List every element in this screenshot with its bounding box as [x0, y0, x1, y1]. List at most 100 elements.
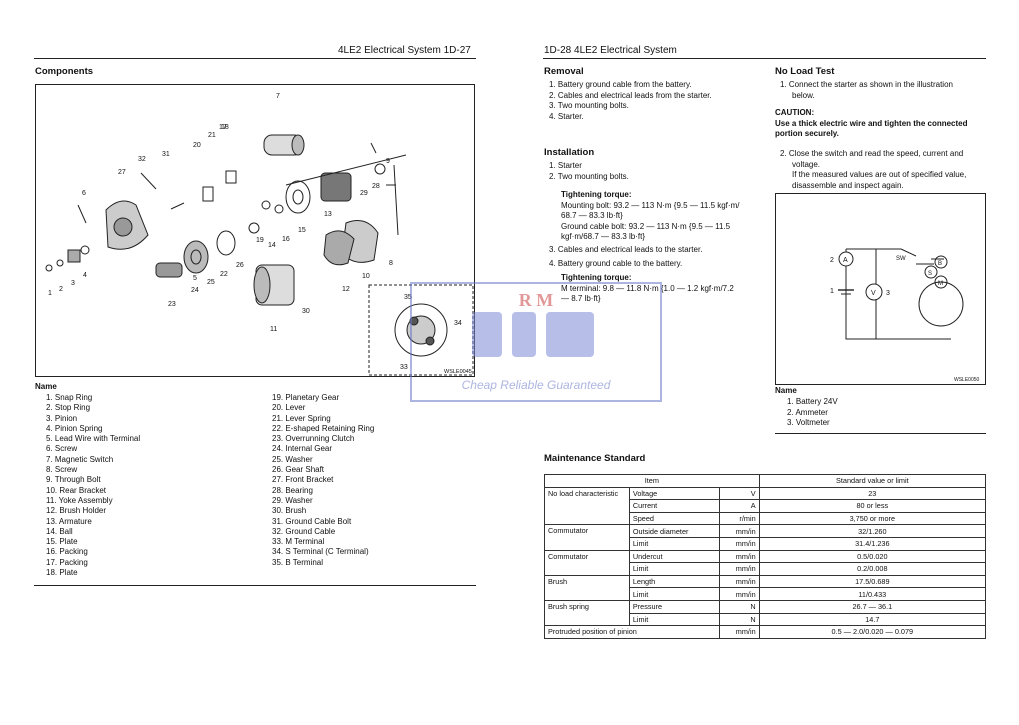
installation-steps-a: 1. Starter 2. Two mounting bolts.: [549, 161, 764, 182]
starter-exploded-view: 1 2 3 4 5 6 7 8 9 10 11 12 13 14 15 16 1…: [45, 93, 474, 376]
row-group: No load characteristic: [544, 486, 630, 526]
list-item: 17. Packing: [46, 557, 88, 567]
callout-16: 16: [282, 236, 290, 243]
list-item: 21. Lever Spring: [272, 413, 331, 423]
installation-steps-b: 3. Cables and electrical leads to the st…: [549, 245, 764, 269]
test-circuit-diagram: A V SW B S M 1 2 3 WSLE0050: [775, 193, 986, 385]
list-item: 34. S Terminal (C Terminal): [272, 547, 369, 557]
row-item: Limit: [628, 612, 720, 627]
callout-28: 28: [372, 183, 380, 190]
torque-line: M terminal: 9.8 — 11.8 N·m {1.0 — 1.2 kg…: [561, 283, 734, 293]
callout-30: 30: [302, 308, 310, 315]
callout-13: 13: [324, 211, 332, 218]
list-item: 33. M Terminal: [272, 537, 325, 547]
row-unit: r/min: [718, 511, 760, 526]
callout-15: 15: [298, 227, 306, 234]
no-load-step1: 1. Connect the starter as shown in the i…: [780, 80, 986, 101]
row-group: Protruded position of pinion: [544, 625, 720, 639]
callout-8: 8: [389, 260, 393, 267]
callout-23: 23: [168, 301, 176, 308]
row-value: 0.5/0.020: [758, 549, 987, 564]
names-title: Name: [35, 382, 57, 391]
step-line: 2. Close the switch and read the speed, …: [780, 149, 964, 158]
terminal-s-label: S: [928, 271, 932, 277]
torque-line: 68.7 — 83.3 lb·ft}: [561, 211, 623, 220]
table-row: Limit mm/in 31.4/1.236: [545, 536, 987, 551]
terminal-b-label: B: [938, 261, 942, 267]
callout-10: 10: [362, 273, 370, 280]
torque-line: Mounting bolt: 93.2 — 113 N·m {9.5 — 11.…: [561, 200, 740, 210]
list-item: 29. Washer: [272, 495, 313, 505]
callout-17: 17: [219, 124, 227, 131]
table-row: Brush spring Pressure N 26.7 — 36.1: [544, 599, 987, 627]
list-item: 23. Overrunning Clutch: [272, 434, 355, 444]
list-item: 15. Plate: [46, 537, 78, 547]
list-item: 3. Pinion: [46, 413, 78, 423]
row-item: Undercut: [628, 549, 720, 564]
callout-18: 18: [221, 124, 229, 131]
circuit-names: 1. Battery 24V 2. Ammeter 3. Voltmeter: [787, 397, 977, 429]
list-item: 3. Cables and electrical leads to the st…: [549, 245, 703, 254]
callout-34: 34: [454, 320, 462, 327]
list-item: 1. Battery ground cable from the battery…: [549, 80, 692, 89]
list-item: 26. Gear Shaft: [272, 465, 325, 475]
list-item: 27. Front Bracket: [272, 475, 334, 485]
list-item: 1. Battery 24V: [787, 397, 838, 406]
header-item: Item: [544, 474, 760, 488]
list-item: 2. Two mounting bolts.: [549, 171, 629, 181]
switch-label: SW: [896, 256, 906, 262]
row-unit: mm/in: [718, 562, 760, 576]
callout-31: 31: [162, 151, 170, 158]
row-value: 11/0.433: [758, 587, 987, 601]
right-page-header: 1D-28 4LE2 Electrical System: [544, 45, 677, 56]
torque-line: — 8.7 lb·ft}: [561, 294, 601, 303]
row-item: Speed: [628, 511, 720, 526]
caution-line: portion securely.: [775, 129, 839, 138]
table-header-row: Item Standard value or limit: [544, 474, 987, 488]
components-title: Components: [35, 66, 94, 77]
list-item: 31. Ground Cable Bolt: [272, 516, 352, 526]
callout-3: 3: [886, 290, 890, 297]
table-row: Brush Length mm/in 17.5/0.689: [544, 574, 987, 601]
callout-3: 3: [71, 280, 75, 287]
watermark-logo: R M Cheap Reliable Guaranteed: [462, 290, 611, 392]
callout-20: 20: [193, 142, 201, 149]
row-item: Limit: [628, 536, 720, 551]
list-item: 14. Ball: [46, 526, 73, 536]
list-item: 5. Lead Wire with Terminal: [46, 434, 141, 444]
list-item: 25. Washer: [272, 454, 313, 464]
circuit-code: WSLE0050: [954, 377, 980, 383]
callout-7: 7: [276, 93, 280, 100]
row-value: 3,750 or more: [758, 511, 987, 526]
row-item: Pressure: [628, 599, 720, 614]
row-value: 17.5/0.689: [758, 574, 987, 589]
no-load-step2: 2. Close the switch and read the speed, …: [780, 149, 986, 191]
table-row: Commutator Undercut mm/in 0.5/0.020: [544, 549, 987, 576]
torque-block-2: Tightening torque: M terminal: 9.8 — 11.…: [561, 273, 766, 305]
list-item: 28. Bearing: [272, 485, 313, 495]
list-item: 13. Armature: [46, 516, 92, 526]
row-item: Limit: [628, 562, 720, 576]
callout-19: 19: [256, 237, 264, 244]
callout-32: 32: [138, 156, 146, 163]
row-group: Commutator: [544, 524, 630, 551]
torque-line: Ground cable bolt: 93.2 — 113 N·m {9.5 —…: [561, 221, 731, 231]
callout-4: 4: [83, 272, 87, 279]
row-unit: N: [718, 612, 760, 627]
row-value: 32/1.260: [758, 524, 987, 538]
callout-2: 2: [59, 286, 63, 293]
maintenance-table: Item Standard value or limit No load cha…: [544, 474, 987, 639]
row-group: Commutator: [544, 549, 630, 576]
row-value: 23: [758, 486, 987, 501]
list-item: 6. Screw: [46, 444, 78, 454]
row-value: 80 or less: [758, 499, 987, 513]
list-item: 3. Voltmeter: [787, 418, 830, 427]
watermark: R M Cheap Reliable Guaranteed: [410, 282, 662, 402]
table-row: Commutator Outside diameter mm/in 32/1.2…: [544, 524, 987, 551]
list-item: 12. Brush Holder: [46, 506, 107, 516]
callout-26: 26: [236, 262, 244, 269]
names-column-2: 19. Planetary Gear 20. Lever 21. Lever S…: [272, 393, 476, 568]
callout-11: 11: [270, 326, 277, 333]
list-item: 1. Starter: [549, 161, 582, 170]
row-unit: mm/in: [718, 625, 760, 639]
